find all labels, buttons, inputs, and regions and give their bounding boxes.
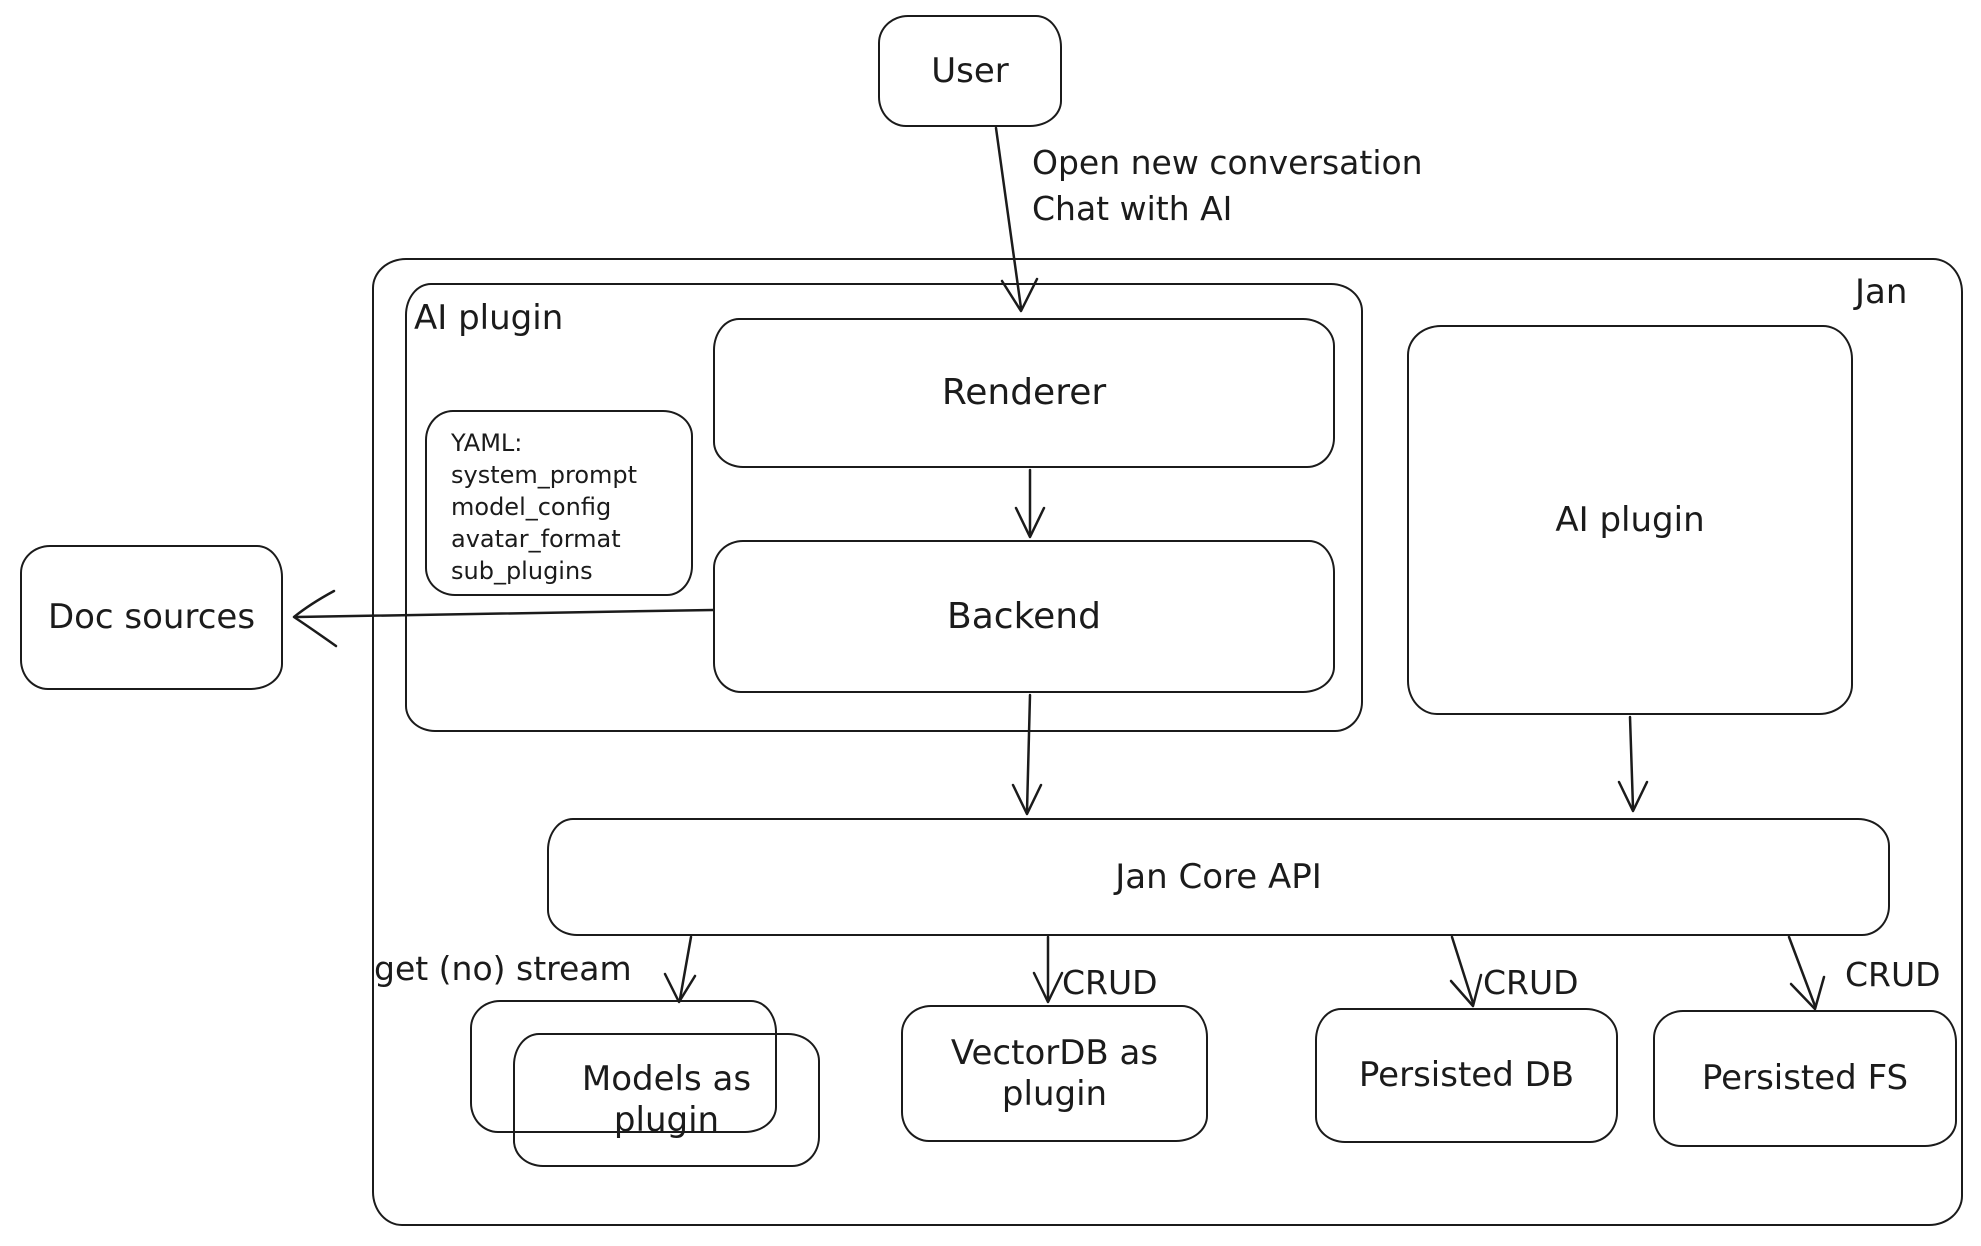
- edge-label-user-flow: Open new conversation Chat with AI: [1032, 140, 1423, 231]
- edge-label-user-flow-line2: Chat with AI: [1032, 188, 1233, 228]
- yaml-line: avatar_format: [451, 524, 621, 553]
- yaml-line: YAML:: [451, 429, 523, 457]
- node-jan-core-api: Jan Core API: [547, 818, 1890, 936]
- node-persisted-fs-label: Persisted FS: [1701, 1058, 1909, 1099]
- edge-label-user-flow-line1: Open new conversation: [1032, 143, 1423, 182]
- node-vectordb-as-plugin: VectorDB as plugin: [901, 1005, 1208, 1142]
- node-persisted-db: Persisted DB: [1315, 1008, 1618, 1143]
- edge-label-crud-persisted-fs: CRUD: [1845, 955, 1941, 994]
- node-jan-core-api-label: Jan Core API: [1115, 856, 1322, 897]
- edge-label-get-no-stream: get (no) stream: [374, 949, 632, 988]
- node-renderer: Renderer: [713, 318, 1335, 468]
- yaml-line: system_prompt: [451, 460, 638, 489]
- edge-label-crud-vectordb: CRUD: [1062, 963, 1158, 1002]
- node-backend: Backend: [713, 540, 1335, 693]
- node-models-as-plugin-label: Models as plugin: [581, 1059, 752, 1140]
- node-models-as-plugin-outer: [470, 1000, 777, 1133]
- node-doc-sources-label: Doc sources: [47, 597, 256, 638]
- node-ai-plugin-right-label: AI plugin: [1555, 499, 1705, 540]
- node-ai-plugin-right: AI plugin: [1407, 325, 1853, 715]
- yaml-line: model_config: [451, 492, 612, 521]
- node-persisted-fs: Persisted FS: [1653, 1010, 1957, 1147]
- node-doc-sources: Doc sources: [20, 545, 283, 690]
- node-renderer-label: Renderer: [941, 372, 1107, 414]
- node-backend-label: Backend: [947, 595, 1101, 637]
- node-vectordb-as-plugin-label: VectorDB as plugin: [950, 1032, 1159, 1114]
- yaml-line: sub_plugins: [451, 556, 593, 585]
- container-jan-label: Jan: [1855, 272, 1908, 312]
- node-models-as-plugin: Models as plugin: [513, 1033, 820, 1167]
- container-jan: [372, 258, 1963, 1226]
- edge-label-crud-persisted-db: CRUD: [1483, 963, 1579, 1002]
- container-ai-plugin-label: AI plugin: [414, 298, 564, 338]
- container-ai-plugin: [405, 283, 1363, 732]
- node-user-label: User: [931, 50, 1009, 91]
- node-user: User: [878, 15, 1062, 127]
- note-yaml-config: YAML: system_prompt model_config avatar_…: [425, 410, 693, 596]
- node-persisted-db-label: Persisted DB: [1358, 1055, 1575, 1096]
